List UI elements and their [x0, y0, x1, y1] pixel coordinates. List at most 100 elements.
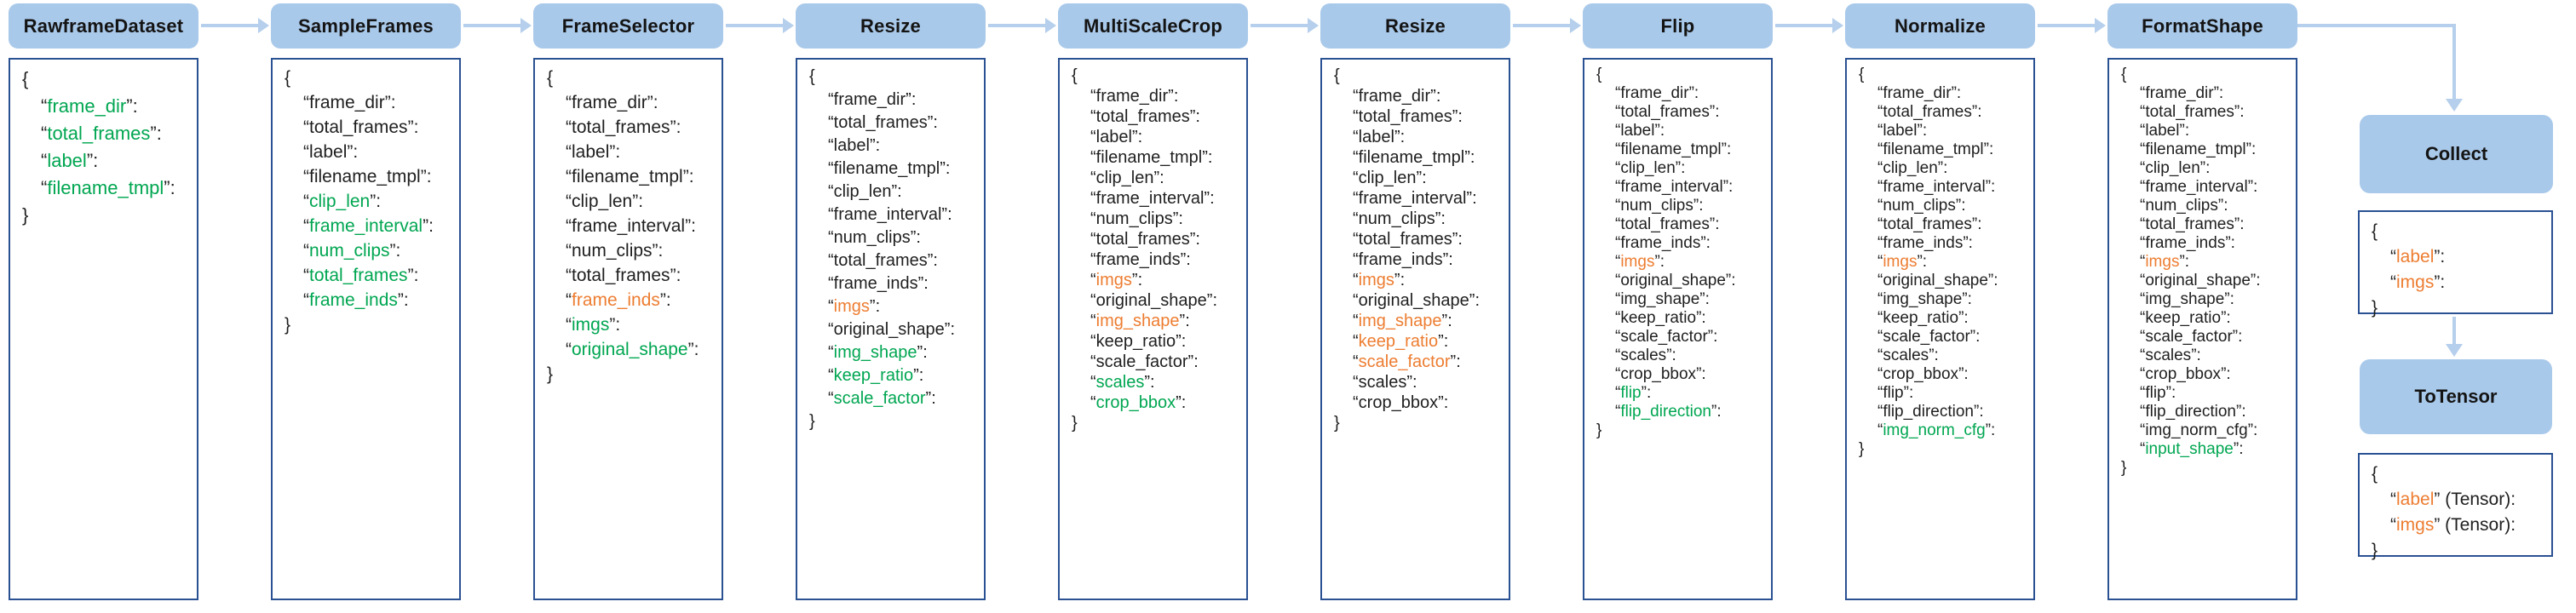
stage-title: Resize: [860, 14, 921, 37]
open-brace: {: [809, 66, 980, 89]
key-name: num_clips: [572, 241, 653, 261]
key-line: “total_frames”:: [285, 115, 456, 140]
close-quote-glyph: ”: [682, 167, 689, 186]
key-line: “frame_inds”:: [1596, 234, 1768, 253]
arrow-right-icon: [2095, 18, 2106, 33]
key-line: “frame_inds”:: [2121, 234, 2292, 253]
open-quote-glyph: “: [566, 315, 572, 335]
open-quote-glyph: “: [1090, 128, 1096, 146]
colon-glyph: :: [676, 117, 681, 137]
key-name: keep_ratio: [2145, 309, 2222, 327]
close-quote-glyph: ”: [685, 216, 692, 236]
brace-glyph: {: [22, 68, 29, 89]
key-name: frame_interval: [2145, 178, 2248, 196]
key-line: “clip_len”:: [1596, 159, 1768, 178]
open-quote-glyph: “: [1353, 107, 1359, 126]
colon-glyph: :: [1934, 347, 1939, 364]
colon-glyph: :: [1159, 169, 1164, 187]
close-quote-glyph: ”: [2191, 347, 2197, 364]
open-quote-glyph: “: [1090, 373, 1096, 392]
colon-glyph: :: [1908, 384, 1914, 402]
key-line: “imgs”:: [1334, 270, 1505, 290]
key-line: “input_shape”:: [2121, 440, 2292, 459]
key-name: label: [2145, 122, 2180, 140]
close-quote-glyph: ”: [1464, 148, 1470, 167]
key-line: “num_clips”:: [1596, 197, 1768, 215]
close-quote-glyph: ”: [2217, 197, 2224, 215]
stage-box: {“frame_dir”:“total_frames”:“label”:“fil…: [1845, 58, 2035, 600]
open-brace: {: [285, 66, 456, 90]
open-quote-glyph: “: [1615, 328, 1621, 346]
key-name: crop_bbox: [1620, 365, 1697, 383]
key-name: imgs: [1095, 271, 1132, 289]
open-quote-glyph: “: [566, 93, 572, 112]
close-quote-glyph: ”: [659, 290, 666, 310]
key-line: “imgs” (Tensor):: [2372, 513, 2548, 538]
stage-box: {“frame_dir”:“total_frames”:“label”:“fil…: [271, 58, 461, 600]
open-quote-glyph: “: [303, 117, 309, 137]
open-quote-glyph: “: [303, 241, 309, 261]
open-brace: {: [547, 66, 718, 90]
key-name: total_frames: [1883, 215, 1972, 233]
close-quote-glyph: ”: [917, 343, 923, 362]
key-name: label: [1358, 128, 1394, 146]
colon-glyph: :: [1137, 271, 1143, 289]
colon-glyph: :: [2171, 384, 2176, 402]
colon-glyph: :: [691, 216, 696, 236]
key-line: “crop_bbox”:: [2121, 365, 2292, 384]
open-quote-glyph: “: [1090, 352, 1096, 371]
colon-glyph: :: [933, 113, 938, 132]
open-quote-glyph: “: [1877, 84, 1883, 102]
stage-title: MultiScaleCrop: [1084, 14, 1222, 37]
key-name: scale_factor: [1620, 328, 1708, 346]
close-quote-glyph: ”: [86, 150, 94, 171]
close-quote-glyph: ”: [1435, 209, 1441, 228]
close-quote-glyph: ”: [2234, 103, 2240, 121]
key-name: frame_interval: [1358, 189, 1467, 208]
arrow-down-icon: [2446, 344, 2463, 357]
open-quote-glyph: “: [1353, 332, 1359, 351]
brace-glyph: }: [547, 364, 554, 384]
close-quote-glyph: ”: [2179, 122, 2185, 140]
close-quote-glyph: ”: [2434, 247, 2441, 266]
close-quote-glyph: ”: [2234, 215, 2240, 233]
colon-glyph: :: [156, 123, 162, 144]
close-quote-glyph: ”: [2213, 84, 2219, 102]
colon-glyph: :: [1922, 253, 1928, 271]
open-quote-glyph: “: [828, 320, 834, 339]
colon-glyph: :: [615, 315, 621, 335]
brace-glyph: {: [1334, 66, 1340, 85]
stage-header-resize: Resize: [1320, 3, 1510, 49]
key-name: frame_interval: [309, 216, 423, 236]
close-quote-glyph: ”: [126, 95, 133, 117]
colon-glyph: :: [933, 251, 938, 270]
colon-glyph: :: [615, 142, 621, 162]
key-line: “flip_direction”:: [1596, 403, 1768, 421]
colon-glyph: :: [923, 274, 929, 293]
open-quote-glyph: “: [1353, 189, 1359, 208]
open-quote-glyph: “: [2390, 272, 2396, 292]
key-name: frame_dir: [833, 90, 906, 109]
colon-glyph: :: [1715, 215, 1720, 233]
key-name: total_frames: [1358, 230, 1452, 249]
close-quote-glyph: ”: [1206, 291, 1213, 310]
key-name: frame_inds: [309, 290, 398, 310]
key-line: “img_shape”:: [1334, 311, 1505, 331]
close-quote-glyph: ”: [1406, 373, 1413, 392]
key-name: frame_dir: [1620, 84, 1689, 102]
close-quote-glyph: ”: [1187, 352, 1194, 371]
flow-arrow: [1775, 24, 1833, 27]
key-line: “keep_ratio”:: [1334, 331, 1505, 352]
close-quote-glyph: ”: [407, 117, 414, 137]
key-name: scales: [1883, 347, 1929, 364]
close-quote-glyph: ”: [2225, 234, 2231, 252]
key-name: img_shape: [1095, 312, 1180, 330]
key-line: “total_frames”:: [2121, 103, 2292, 122]
key-name: imgs: [1883, 253, 1918, 271]
key-line: “flip”:: [1596, 384, 1768, 403]
colon-glyph: :: [2184, 122, 2190, 140]
close-quote-glyph: ”: [2434, 272, 2441, 292]
key-name: frame_dir: [47, 95, 127, 117]
open-quote-glyph: “: [1877, 290, 1883, 308]
key-line: “scales”:: [1596, 347, 1768, 365]
